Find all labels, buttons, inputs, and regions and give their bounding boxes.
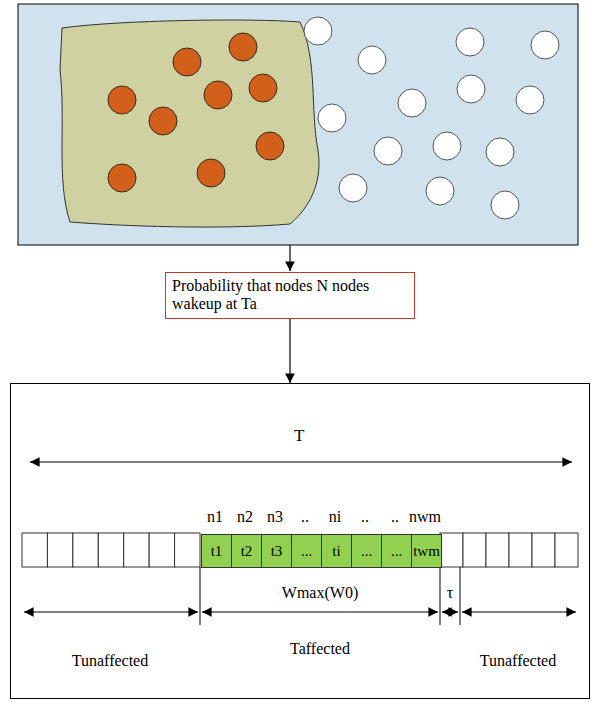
flow-arrow — [289, 245, 290, 271]
idle-slot — [175, 533, 200, 567]
slot-label: twm — [413, 543, 440, 560]
time-slot: t3 — [261, 534, 292, 568]
idle-slot — [532, 533, 555, 567]
slot-node: n3 — [267, 508, 283, 526]
period-arrow — [30, 461, 572, 462]
time-slot: ... — [381, 534, 412, 568]
affected-node — [204, 81, 232, 109]
affected-node — [173, 48, 201, 76]
period-label: T — [291, 426, 307, 446]
slot-node: .. — [361, 508, 369, 526]
time-slot: t2 — [231, 534, 262, 568]
tick — [200, 567, 201, 625]
idle-slot — [124, 533, 149, 567]
slot-node: .. — [301, 508, 309, 526]
slot-label: ... — [361, 543, 372, 560]
idle-slot — [486, 533, 509, 567]
time-slots — [22, 533, 578, 567]
span-label: Tunaffected — [72, 652, 148, 670]
unaffected-node — [398, 89, 426, 117]
slot-node: nwm — [409, 508, 441, 526]
slot-label: ... — [301, 543, 312, 560]
tick — [460, 567, 461, 625]
affected-region — [60, 20, 319, 227]
affected-node — [197, 159, 225, 187]
unaffected-node — [531, 31, 559, 59]
slot-node: ni — [329, 508, 341, 526]
unaffected-node — [318, 104, 346, 132]
affected-node — [108, 86, 136, 114]
idle-slot — [22, 533, 47, 567]
slot-node: n1 — [207, 508, 223, 526]
idle-slot — [463, 533, 486, 567]
span-label: Taffected — [290, 640, 350, 658]
slot-label: ti — [332, 543, 340, 560]
affected-node — [149, 107, 177, 135]
time-slot: t1 — [201, 534, 232, 568]
unaffected-node — [456, 28, 484, 56]
unaffected-node — [433, 132, 461, 160]
idle-slot — [73, 533, 98, 567]
window-label: Wmax(W0) — [282, 584, 358, 602]
unaffected-nodes — [304, 17, 559, 219]
span-arrow — [24, 611, 198, 612]
span-arrow — [442, 611, 458, 612]
box-text: Probability that nodes N nodes wakeup at… — [172, 277, 408, 314]
process-box: Probability that nodes N nodes wakeup at… — [165, 272, 415, 319]
affected-nodes — [108, 33, 284, 192]
affected-node — [249, 74, 277, 102]
slot-node: n2 — [237, 508, 253, 526]
tick — [440, 567, 441, 625]
time-slot: ti — [321, 534, 352, 568]
idle-slot — [98, 533, 123, 567]
slot-node: .. — [391, 508, 399, 526]
idle-slot — [149, 533, 174, 567]
span-arrow — [202, 611, 438, 612]
affected-node — [256, 132, 284, 160]
guard-label: τ — [447, 584, 453, 602]
unaffected-node — [358, 46, 386, 74]
slot-label: t1 — [211, 543, 223, 560]
span-label: Tunaffected — [480, 652, 556, 670]
unaffected-node — [339, 174, 367, 202]
unaffected-node — [491, 191, 519, 219]
unaffected-node — [374, 137, 402, 165]
time-slot: twm — [411, 534, 442, 568]
time-slot: ... — [351, 534, 382, 568]
flow-arrow — [289, 319, 290, 383]
slot-label: t3 — [271, 543, 283, 560]
unaffected-node — [516, 86, 544, 114]
idle-slot — [555, 533, 578, 567]
idle-slot — [440, 533, 463, 567]
slot-label: ... — [391, 543, 402, 560]
unaffected-node — [457, 75, 485, 103]
slot-label: t2 — [241, 543, 253, 560]
affected-node — [108, 164, 136, 192]
unaffected-node — [486, 138, 514, 166]
idle-slot — [509, 533, 532, 567]
span-arrow — [462, 611, 576, 612]
affected-node — [229, 33, 257, 61]
unaffected-node — [426, 177, 454, 205]
idle-slot — [47, 533, 72, 567]
unaffected-node — [304, 17, 332, 45]
network-field — [18, 4, 578, 245]
time-slot: ... — [291, 534, 322, 568]
